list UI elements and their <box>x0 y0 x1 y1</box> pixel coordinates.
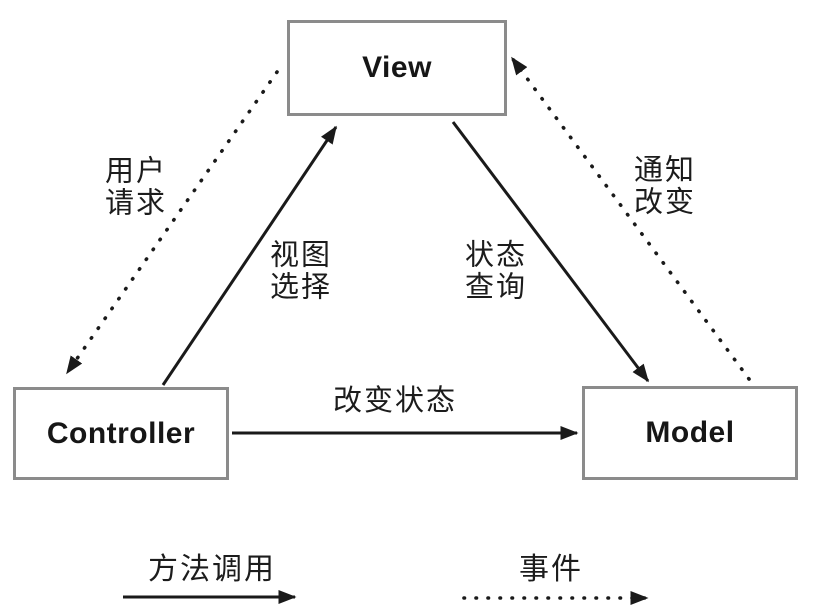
node-controller: Controller <box>13 387 229 480</box>
edge-label-user-request: 用户 请求 <box>104 155 168 220</box>
node-view: View <box>287 20 507 116</box>
edge-label-notify-change: 通知 改变 <box>633 154 697 219</box>
node-model: Model <box>582 386 798 480</box>
arrow-controller-to-view <box>161 125 338 386</box>
node-controller-label: Controller <box>46 416 196 450</box>
edge-label-state-query: 状态 查询 <box>464 239 528 304</box>
arrow-model-to-view-event <box>510 56 751 381</box>
edge-label-change-state: 改变状态 <box>332 384 458 417</box>
legend-method-call-label: 方法调用 <box>148 553 276 586</box>
legend-event-label: 事件 <box>519 553 583 586</box>
arrow-view-to-controller-event <box>65 70 279 375</box>
node-view-label: View <box>362 51 432 84</box>
edge-label-view-select: 视图 选择 <box>269 239 333 304</box>
node-model-label: Model <box>645 416 735 449</box>
arrow-view-to-model <box>451 121 650 383</box>
